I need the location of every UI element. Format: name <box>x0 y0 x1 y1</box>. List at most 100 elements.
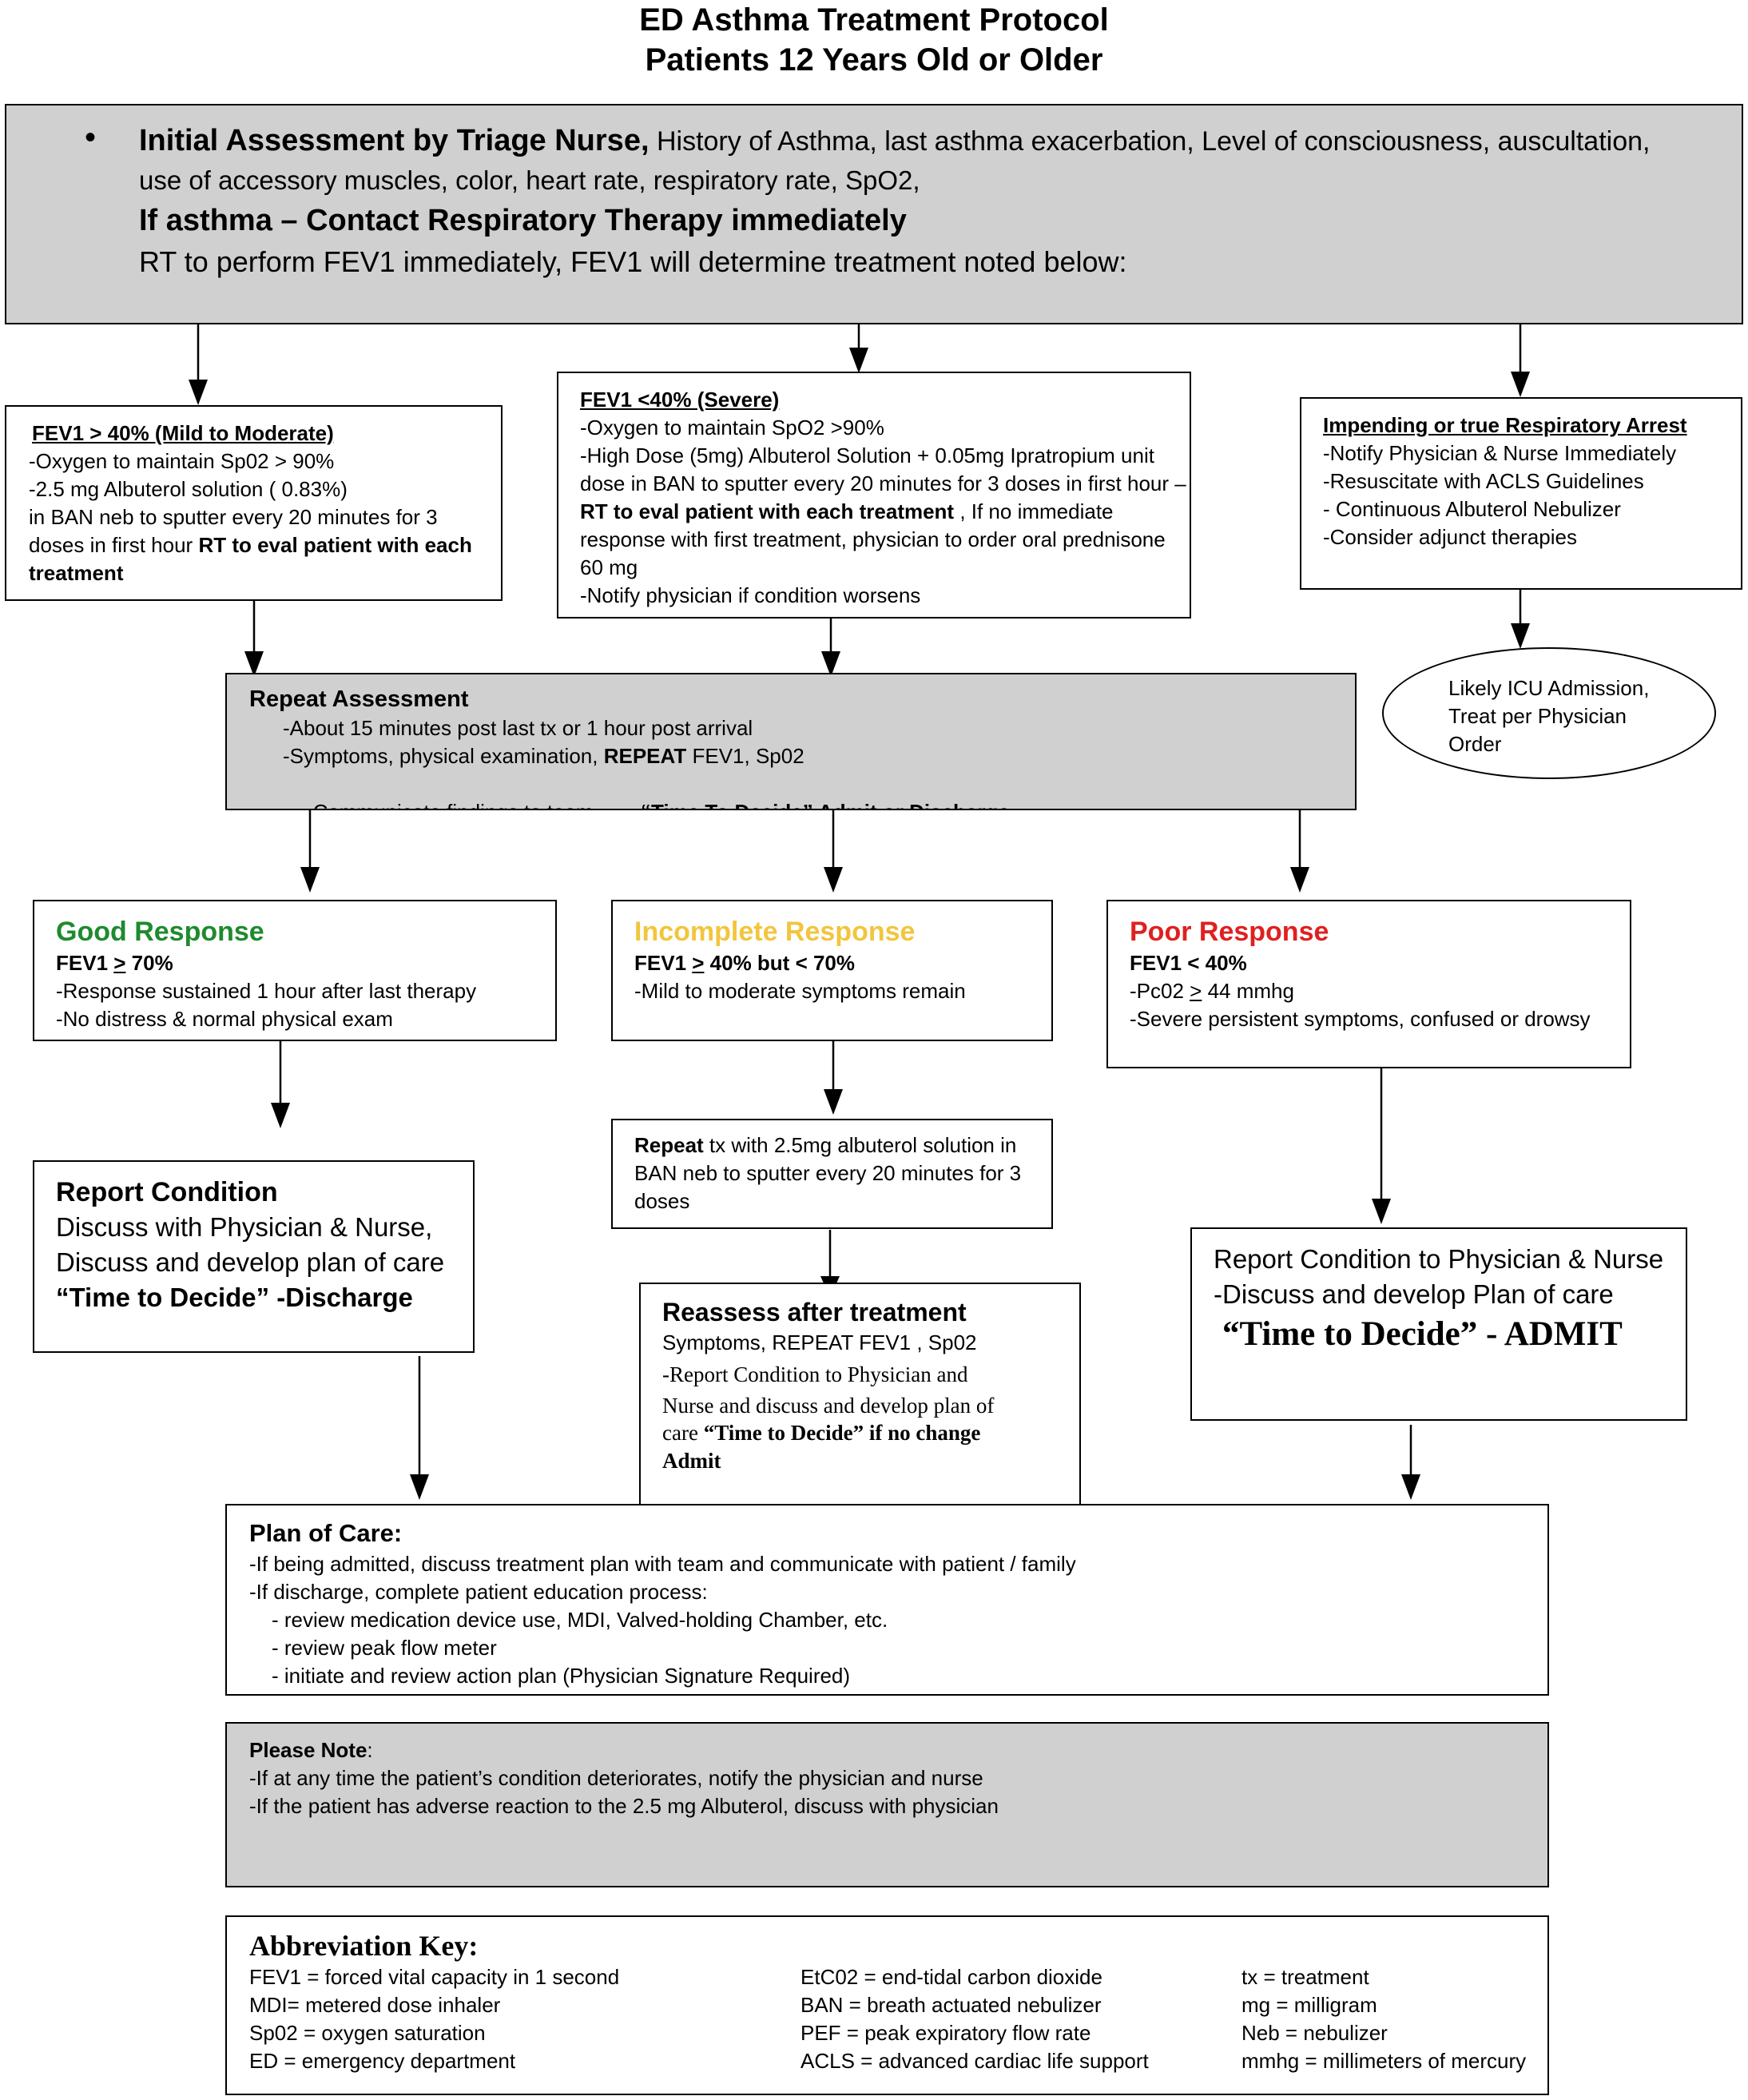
arrest-line-3: - Continuous Albuterol Nebulizer <box>1323 497 1621 521</box>
good-line-1: -Response sustained 1 hour after last th… <box>56 979 477 1003</box>
arrest-line-2: -Resuscitate with ACLS Guidelines <box>1323 469 1644 493</box>
arrowhead <box>300 867 320 893</box>
severe-line-4: RT to eval patient with each treatment ,… <box>580 498 1114 526</box>
abbreviation-key-box: Abbreviation Key: FEV1 = forced vital ca… <box>225 1915 1549 2095</box>
incomplete-line-1: -Mild to moderate symptoms remain <box>634 979 966 1003</box>
reassess-line-4a: care <box>662 1421 704 1445</box>
icu-line-1: Likely ICU Admission, <box>1448 676 1650 700</box>
repeat-line-3a: -Communicate findings to team - <box>306 800 641 809</box>
icu-admission-ellipse: Likely ICU Admission, Treat per Physicia… <box>1382 647 1716 779</box>
report-discharge-line-1: Discuss with Physician & Nurse, <box>56 1212 433 1242</box>
plan-of-care-box: Plan of Care: -If being admitted, discus… <box>225 1504 1549 1696</box>
note-colon: : <box>367 1738 373 1762</box>
reassess-line-4b: “Time to Decide” if no change <box>703 1421 981 1445</box>
incomplete-response-box: Incomplete Response FEV1 > 40% but < 70%… <box>611 900 1053 1041</box>
key-entry: tx = treatment <box>1241 1965 1369 1989</box>
title-line-2: Patients 12 Years Old or Older <box>645 42 1103 78</box>
severe-line-2: -High Dose (5mg) Albuterol Solution + 0.… <box>580 443 1154 467</box>
repeat-line-1: -About 15 minutes post last tx or 1 hour… <box>283 716 753 740</box>
severe-line-4a: RT to eval patient with each treatment <box>580 499 955 523</box>
severe-box: FEV1 <40% (Severe) -Oxygen to maintain S… <box>557 372 1191 618</box>
plan-line-3: - review medication device use, MDI, Val… <box>272 1608 888 1632</box>
icu-line-3: Order <box>1448 732 1502 756</box>
report-admit-line-3: “Time to Decide” - ADMIT <box>1222 1315 1623 1353</box>
reassess-line-5: Admit <box>662 1449 721 1473</box>
mild-line-2: -2.5 mg Albuterol solution ( 0.83%) <box>29 477 348 501</box>
initial-lead: Initial Assessment by Triage Nurse, <box>139 124 650 157</box>
arrowhead <box>821 651 840 677</box>
arrowhead <box>824 867 843 893</box>
report-discharge-line-2: Discuss and develop plan of care <box>56 1247 445 1277</box>
poor-line-1c: 44 mmhg <box>1202 979 1294 1003</box>
plan-heading: Plan of Care: <box>249 1519 403 1547</box>
repeat-line-3b: “Time To Decide” Admit or Discharge <box>641 800 1010 809</box>
repeat-tx-line-2: BAN neb to sputter every 20 minutes for … <box>634 1161 1022 1185</box>
repeat-tx-line-1a: Repeat <box>634 1133 704 1157</box>
arrowhead <box>824 1089 843 1115</box>
arrowhead <box>244 651 264 677</box>
icu-line-2: Treat per Physician <box>1448 704 1627 728</box>
repeat-line-2b: REPEAT <box>603 744 687 768</box>
plan-line-5: - initiate and review action plan (Physi… <box>272 1664 851 1688</box>
poor-line-1: -Pc02 > 44 mmhg <box>1130 977 1294 1005</box>
arrowhead <box>1372 1199 1391 1224</box>
arrowhead <box>849 348 868 373</box>
report-admit-line-1: Report Condition to Physician & Nurse <box>1214 1244 1664 1274</box>
arrest-line-4: -Consider adjunct therapies <box>1323 525 1577 549</box>
incomplete-fev-b: > <box>692 951 705 975</box>
plan-line-1: -If being admitted, discuss treatment pl… <box>249 1552 1076 1576</box>
key-entry: BAN = breath actuated nebulizer <box>801 1993 1102 2017</box>
poor-response-box: Poor Response FEV1 < 40% -Pc02 > 44 mmhg… <box>1106 900 1631 1068</box>
mild-moderate-box: FEV1 > 40% (Mild to Moderate) -Oxygen to… <box>5 405 503 601</box>
repeat-line-3: -Communicate findings to team - “Time To… <box>283 770 1010 809</box>
poor-line-1a: -Pc02 <box>1130 979 1190 1003</box>
initial-line-4: RT to perform FEV1 immediately, FEV1 wil… <box>139 245 1127 278</box>
incomplete-fev-a: FEV1 <box>634 951 693 975</box>
poor-line-1b: > <box>1190 979 1202 1003</box>
reassess-line-3: Nurse and discuss and develop plan of <box>662 1394 995 1418</box>
repeat-assessment-box: Repeat Assessment -About 15 minutes post… <box>225 673 1357 810</box>
good-fev: FEV1 > 70% <box>56 949 173 977</box>
key-heading: Abbreviation Key: <box>249 1930 479 1962</box>
severe-line-1: -Oxygen to maintain SpO2 >90% <box>580 416 884 439</box>
key-entry: MDI= metered dose inhaler <box>249 1993 501 2017</box>
repeat-line-2: -Symptoms, physical examination, REPEAT … <box>283 742 804 770</box>
note-heading: Please Note <box>249 1738 367 1762</box>
mild-line-4: doses in first hour RT to eval patient w… <box>29 531 472 559</box>
repeat-treatment-box: Repeat tx with 2.5mg albuterol solution … <box>611 1119 1053 1229</box>
key-entry: ED = emergency department <box>249 2049 516 2073</box>
arrowhead <box>1401 1474 1420 1500</box>
mild-heading: FEV1 > 40% (Mild to Moderate) <box>32 421 334 445</box>
poor-fev: FEV1 < 40% <box>1130 951 1247 975</box>
arrowhead <box>1511 623 1530 649</box>
mild-line-4b: RT to eval patient with each <box>198 533 472 557</box>
reassess-heading: Reassess after treatment <box>662 1298 967 1326</box>
key-entry: PEF = peak expiratory flow rate <box>801 2021 1091 2045</box>
note-line-1: -If at any time the patient’s condition … <box>249 1766 983 1790</box>
reassess-line-4: care “Time to Decide” if no change <box>662 1418 980 1449</box>
good-fev-a: FEV1 <box>56 951 114 975</box>
initial-line-3: If asthma – Contact Respiratory Therapy … <box>139 204 907 237</box>
key-entry: Sp02 = oxygen saturation <box>249 2021 486 2045</box>
repeat-tx-line-3: doses <box>634 1189 690 1213</box>
arrowhead <box>410 1474 429 1500</box>
arrest-heading: Impending or true Respiratory Arrest <box>1323 413 1687 437</box>
arrest-line-1: -Notify Physician & Nurse Immediately <box>1323 441 1677 465</box>
please-note-box: Please Note: -If at any time the patient… <box>225 1722 1549 1887</box>
key-entry: mg = milligram <box>1241 1993 1377 2017</box>
note-heading-row: Please Note: <box>249 1736 373 1764</box>
title-line-1: ED Asthma Treatment Protocol <box>639 2 1109 38</box>
severe-line-5: response with first treatment, physician… <box>580 527 1166 551</box>
arrowhead <box>1511 372 1530 397</box>
poor-heading: Poor Response <box>1130 917 1329 947</box>
good-fev-c: 70% <box>125 951 173 975</box>
severe-line-3: dose in BAN to sputter every 20 minutes … <box>580 471 1186 495</box>
report-discharge-heading: Report Condition <box>56 1177 278 1207</box>
note-line-2: -If the patient has adverse reaction to … <box>249 1794 999 1818</box>
initial-assessment-box: • Initial Assessment by Triage Nurse, Hi… <box>5 104 1743 324</box>
initial-line-1: Initial Assessment by Triage Nurse, Hist… <box>139 121 1651 161</box>
plan-line-2: -If discharge, complete patient educatio… <box>249 1580 708 1604</box>
bullet-icon: • <box>85 120 97 155</box>
severe-line-7: -Notify physician if condition worsens <box>580 583 921 607</box>
